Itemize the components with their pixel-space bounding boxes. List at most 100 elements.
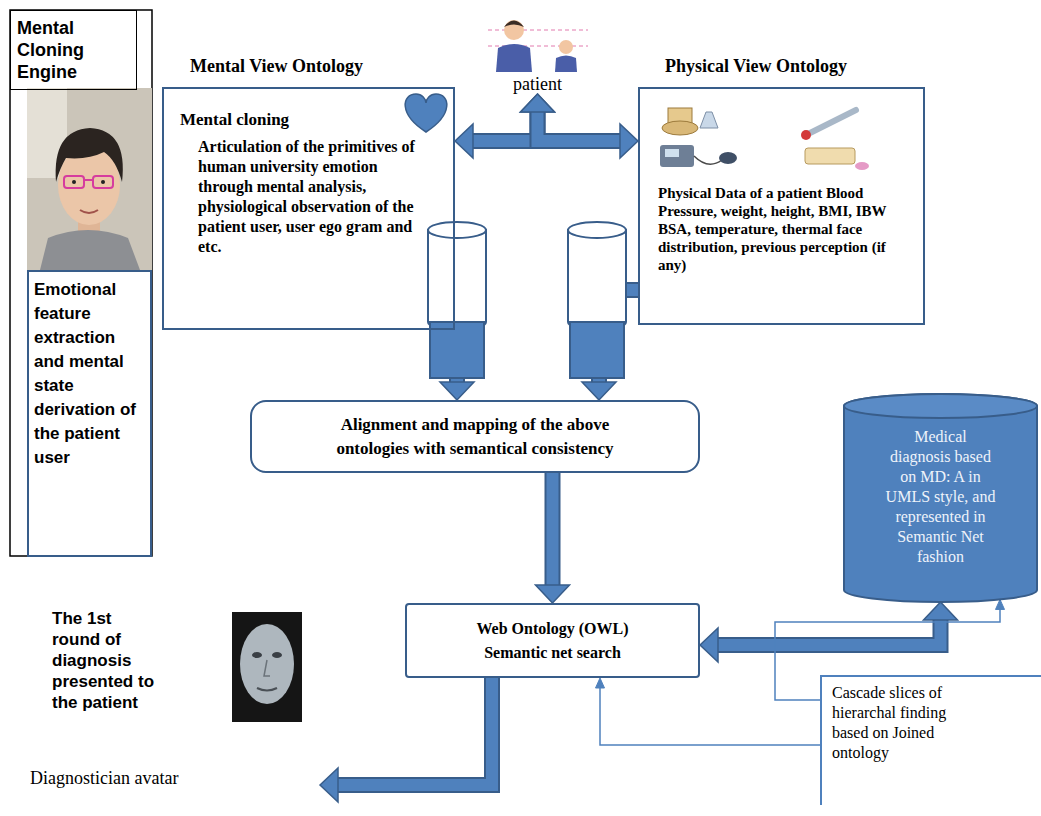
engine-title-box: Mental Cloning Engine bbox=[10, 10, 137, 90]
arrow-head bbox=[996, 599, 1005, 609]
arrow-shaft-outline bbox=[337, 678, 492, 785]
guide-line bbox=[488, 30, 588, 31]
photo-shirt bbox=[40, 230, 140, 270]
photo-ground bbox=[27, 88, 152, 270]
photo-glasses bbox=[64, 176, 84, 188]
photo-eye bbox=[72, 180, 76, 184]
avatar-picture bbox=[232, 612, 302, 722]
thermometer-icon bbox=[801, 130, 811, 140]
person-hair bbox=[504, 21, 524, 28]
box-text: Alignment and mapping of the above ontol… bbox=[305, 413, 645, 461]
arrow-connector bbox=[700, 602, 958, 662]
arrow-connector bbox=[596, 678, 821, 745]
box-text: Medical diagnosis based on MD: A in UMLS… bbox=[883, 427, 999, 567]
pressure-tube-icon bbox=[694, 156, 722, 164]
arrow-head bbox=[582, 382, 616, 400]
data-store-right bbox=[568, 222, 626, 378]
process-box: Alignment and mapping of the above ontol… bbox=[250, 400, 700, 473]
ontology-box: Mental View OntologyMental cloningArticu… bbox=[162, 55, 455, 330]
scroll-icon bbox=[855, 162, 869, 170]
arrow-head bbox=[521, 94, 555, 112]
avatar-eye bbox=[252, 652, 262, 658]
arrow-head bbox=[536, 585, 570, 603]
square-symbol bbox=[570, 322, 624, 378]
cylinder-symbol bbox=[428, 222, 486, 238]
arrow-head bbox=[620, 124, 638, 158]
person-head bbox=[504, 20, 524, 40]
avatar-nose bbox=[264, 660, 270, 676]
box-text: Web Ontology (OWL) Semantic net search bbox=[453, 617, 653, 665]
box-heading: Physical View Ontology bbox=[665, 55, 925, 77]
cylinder-symbol bbox=[568, 230, 626, 330]
medical-icons bbox=[660, 108, 869, 170]
arrow-head bbox=[455, 124, 473, 158]
process-box: Emotional feature extraction and mental … bbox=[27, 270, 152, 557]
patient-figures bbox=[488, 20, 588, 72]
jar-icon bbox=[662, 121, 698, 135]
label-holder: The 1st round of diagnosis presented to … bbox=[52, 608, 164, 713]
arrow-head bbox=[924, 602, 958, 620]
photo-glasses bbox=[93, 176, 113, 188]
arrow-shaft-outline bbox=[545, 473, 561, 586]
box-heading: Mental View Ontology bbox=[190, 55, 455, 77]
arrow-connector bbox=[320, 678, 492, 802]
pressure-meter-icon bbox=[660, 145, 694, 167]
arrow-shaft bbox=[472, 111, 538, 141]
box-text: Cascade slices of hierarchal finding bas… bbox=[832, 683, 957, 763]
side-note: The 1st round of diagnosis presented to … bbox=[52, 608, 164, 713]
cylinder-body bbox=[844, 394, 1037, 602]
avatar-ground bbox=[232, 612, 302, 722]
box-text: Emotional feature extraction and mental … bbox=[34, 278, 145, 470]
arrow-shaft bbox=[600, 687, 820, 745]
engine-frame bbox=[10, 10, 152, 556]
flask-icon bbox=[700, 112, 718, 128]
cylinder-symbol bbox=[428, 230, 486, 330]
avatar-mouth bbox=[257, 688, 277, 691]
figure-caption: Diagnostician avatar bbox=[30, 767, 320, 789]
user-photo bbox=[27, 88, 152, 270]
person-head bbox=[559, 40, 573, 54]
photo-hair bbox=[56, 128, 123, 182]
arrow-shaft bbox=[717, 619, 941, 645]
avatar-face bbox=[240, 624, 294, 704]
arrow-head bbox=[440, 382, 474, 400]
database-cylinder: Medical diagnosis based on MD: A in UMLS… bbox=[843, 393, 1038, 603]
photo-eye bbox=[101, 180, 105, 184]
photo-glasses bbox=[84, 179, 93, 181]
icon-caption: patient bbox=[485, 74, 590, 94]
avatar-eye bbox=[272, 652, 282, 658]
data-store-left bbox=[428, 222, 486, 378]
arrow-shaft bbox=[337, 678, 492, 785]
patient-icon: patient bbox=[485, 12, 590, 94]
box-text: Physical Data of a patient Blood Pressur… bbox=[658, 184, 913, 274]
cylinder-symbol bbox=[568, 222, 626, 238]
arrow-shaft-outline bbox=[538, 111, 622, 141]
box-title: Mental Cloning Engine bbox=[17, 17, 130, 83]
heart-symbol bbox=[405, 94, 447, 132]
arrow-head bbox=[521, 94, 555, 112]
note-box: Cascade slices of hierarchal finding bas… bbox=[820, 675, 1041, 805]
ontology-box: Physical View OntologyPhysical Data of a… bbox=[638, 55, 925, 325]
arrow-connector bbox=[536, 473, 570, 603]
scroll-icon bbox=[805, 148, 855, 164]
photo-mouth bbox=[80, 210, 98, 213]
box-subheading: Mental cloning bbox=[180, 109, 380, 131]
square-symbol bbox=[430, 322, 484, 378]
arrow-head bbox=[596, 678, 605, 688]
arrow-shaft-outline bbox=[717, 619, 941, 645]
thermometer-icon bbox=[808, 110, 856, 134]
arrow-connector bbox=[521, 94, 639, 158]
arrow-shaft bbox=[547, 473, 559, 586]
box-text: Articulation of the primitives of human … bbox=[198, 137, 416, 257]
cylinder-top bbox=[844, 394, 1037, 418]
arrow-shaft-outline bbox=[472, 111, 538, 141]
process-box: Web Ontology (OWL) Semantic net search bbox=[405, 603, 700, 678]
pressure-cuff-icon bbox=[719, 152, 737, 164]
arrow-head bbox=[320, 768, 338, 802]
arrow-head bbox=[700, 628, 718, 662]
person-body bbox=[555, 56, 577, 73]
person-body bbox=[496, 44, 532, 72]
arrow-shaft bbox=[538, 111, 622, 141]
pressure-meter-icon bbox=[665, 149, 679, 157]
